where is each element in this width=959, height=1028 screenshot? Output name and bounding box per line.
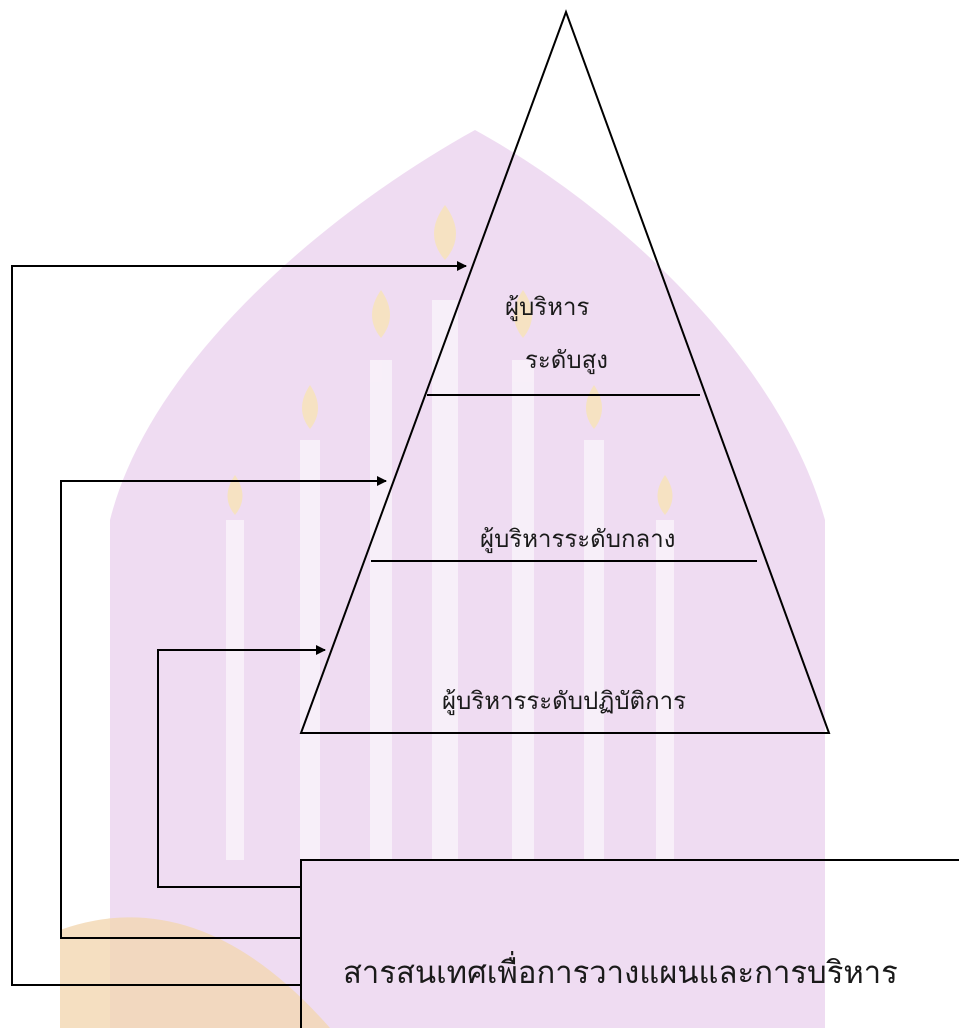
top-level-label-line1: ผู้บริหาร bbox=[505, 295, 589, 319]
connector-operational-arrow bbox=[158, 650, 325, 887]
top-level-label-line2: ระดับสูง bbox=[525, 348, 608, 372]
middle-level-label: ผู้บริหารระดับกลาง bbox=[480, 527, 675, 551]
operational-level-label: ผู้บริหารระดับปฏิบัติการ bbox=[442, 689, 686, 713]
info-box-label: สารสนเทศเพื่อการวางแผนและการบริหาร bbox=[343, 958, 898, 989]
connector-middle-arrow bbox=[61, 481, 386, 938]
info-box-outline bbox=[301, 860, 959, 1028]
connector-top-arrow bbox=[12, 266, 466, 985]
